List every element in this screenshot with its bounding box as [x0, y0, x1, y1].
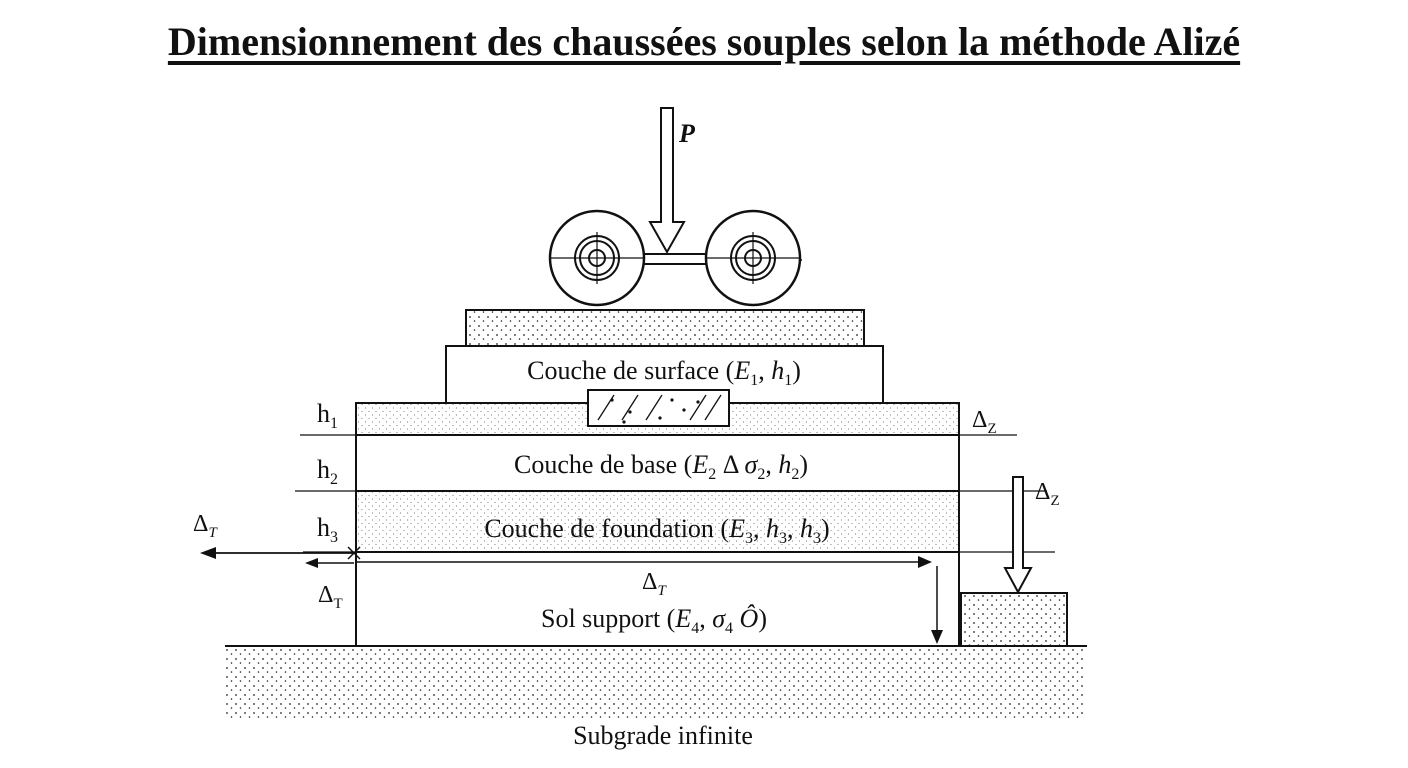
settlement-block — [960, 592, 1068, 647]
base-layer-label: Couche de base (E2 Δ σ2, h2) — [514, 450, 808, 483]
wheel-axle-assembly — [548, 209, 802, 307]
sol-support-label: Sol support (E4, σ4 Ô) — [541, 604, 767, 637]
vertical-strain-arrowhead-icon — [931, 630, 943, 644]
hatched-inclusion — [587, 389, 730, 427]
left-wheel-icon — [548, 209, 646, 307]
subgrade-infinite-area — [225, 646, 1085, 718]
surface-layer-label: Couche de surface (E1, h1) — [527, 356, 801, 389]
short-left-arrowhead-icon — [305, 558, 318, 568]
delta-t-left-label: ΔT — [193, 511, 218, 541]
left-strain-arrowhead-icon — [200, 547, 216, 559]
thickness-label-h2: h2 — [317, 455, 338, 488]
interface-cross-icon — [347, 546, 361, 560]
load-arrow-icon — [648, 107, 686, 255]
load-label: P — [678, 119, 696, 148]
right-wheel-icon — [704, 209, 802, 307]
thickness-label-h1: h1 — [317, 399, 338, 432]
sol-support-layer — [355, 551, 960, 647]
foundation-layer-label: Couche de foundation (E3, h3, h3) — [484, 514, 829, 547]
subgrade-label: Subgrade infinite — [573, 721, 753, 750]
thickness-label-h3: h3 — [317, 513, 338, 546]
delta-t-lower-label: ΔT — [318, 582, 343, 612]
delta-z-right-label: ΔZ — [1035, 479, 1060, 509]
diagram-title: Dimensionnement des chaussées souples se… — [167, 19, 1241, 64]
delta-t-center-label: ΔT — [642, 569, 667, 599]
delta-z-top-label: ΔZ — [972, 407, 997, 437]
settlement-arrow-icon — [1003, 476, 1033, 595]
center-strain-arrowhead-icon — [918, 556, 932, 568]
top-asphalt-layer — [465, 309, 865, 347]
